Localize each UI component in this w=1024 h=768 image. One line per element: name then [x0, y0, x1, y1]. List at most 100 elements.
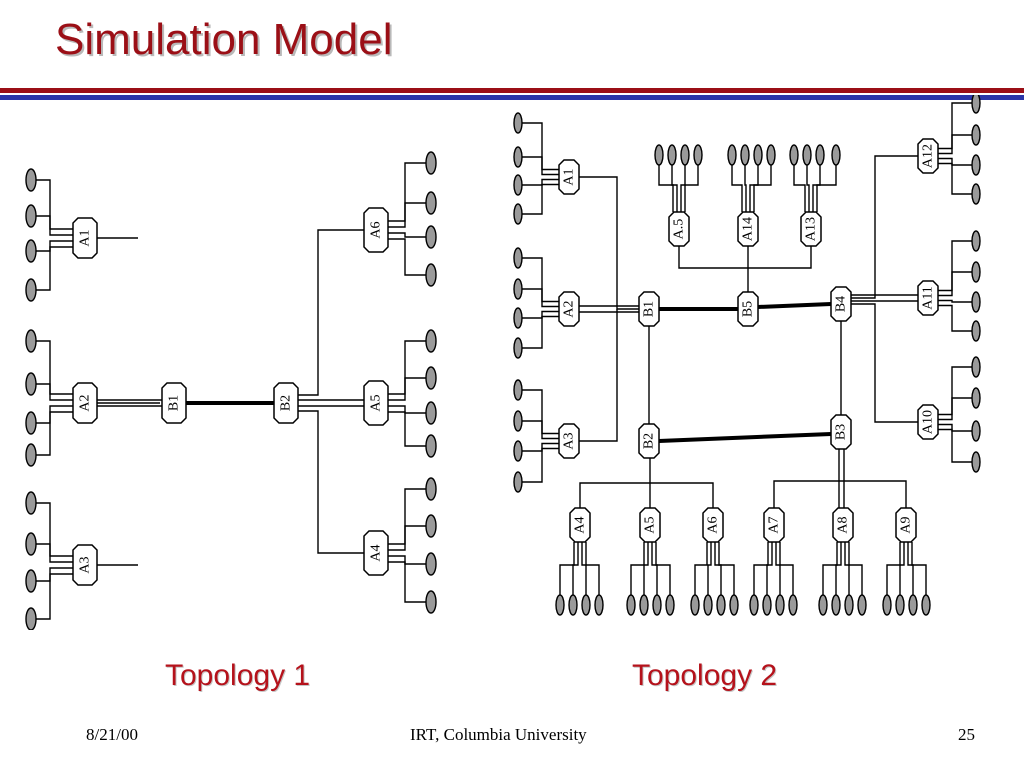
- host-link: [694, 542, 708, 595]
- host-link: [522, 288, 559, 308]
- host-icon: [667, 144, 677, 166]
- node-shape: [737, 291, 759, 327]
- node-shape: [569, 507, 591, 543]
- host-icon: [425, 514, 437, 538]
- node-label: A9: [899, 516, 914, 533]
- host-icon: [425, 434, 437, 458]
- host-link: [938, 157, 972, 166]
- node-label: B1: [642, 301, 657, 317]
- host-link: [684, 165, 699, 212]
- node-shape: [363, 380, 389, 426]
- host-icon: [425, 263, 437, 287]
- node-label: A5: [643, 516, 658, 533]
- node-shape: [558, 291, 580, 327]
- host-icon: [513, 174, 523, 196]
- node-label: A6: [369, 221, 384, 238]
- node-shape: [830, 414, 852, 450]
- uplink-line: [579, 309, 618, 442]
- host-icon: [581, 594, 591, 616]
- node-shape: [702, 507, 724, 543]
- host-link: [938, 134, 972, 155]
- host-link: [36, 215, 73, 236]
- host-icon: [857, 594, 867, 616]
- host-link: [753, 165, 772, 212]
- node-label: A3: [562, 432, 577, 449]
- node-shape: [161, 382, 187, 424]
- host-icon: [802, 144, 812, 166]
- host-icon: [639, 594, 649, 616]
- host-icon: [513, 247, 523, 269]
- host-link: [559, 542, 575, 595]
- uplink-line: [851, 155, 918, 299]
- host-link: [522, 156, 559, 176]
- node-b2: B2: [273, 382, 299, 424]
- node-a11: A11: [917, 280, 939, 316]
- node-label: A7: [767, 516, 782, 533]
- host-link: [938, 397, 972, 421]
- host-icon: [831, 594, 841, 616]
- host-icon: [766, 144, 776, 166]
- node-label: B1: [167, 395, 182, 411]
- host-link: [938, 162, 972, 195]
- node-label: A14: [741, 217, 756, 241]
- host-link: [36, 179, 73, 230]
- node-label: A3: [78, 556, 93, 573]
- node-a2: A2: [558, 291, 580, 327]
- node-shape: [273, 382, 299, 424]
- node-label: A11: [921, 286, 936, 310]
- node-label: B4: [834, 296, 849, 312]
- node-label: A4: [573, 516, 588, 533]
- host-link: [522, 442, 559, 452]
- node-shape: [72, 544, 98, 586]
- uplink-line: [579, 176, 639, 310]
- host-link: [938, 304, 972, 332]
- host-link: [907, 542, 914, 595]
- host-link: [779, 542, 794, 595]
- host-link: [585, 542, 600, 595]
- node-a13: A13: [800, 211, 822, 247]
- host-icon: [25, 168, 37, 192]
- host-icon: [789, 144, 799, 166]
- host-icon: [425, 225, 437, 249]
- host-link: [938, 271, 972, 297]
- node-b3: B3: [830, 414, 852, 450]
- node-a4: A4: [363, 530, 389, 576]
- node-a1: A1: [72, 217, 98, 259]
- node-a10: A10: [917, 404, 939, 440]
- host-link: [718, 542, 735, 595]
- host-link: [938, 299, 972, 303]
- uplink-line: [298, 229, 364, 396]
- title-rule-red: [0, 88, 1024, 93]
- host-icon: [729, 594, 739, 616]
- host-icon: [971, 183, 981, 205]
- host-icon: [971, 261, 981, 283]
- host-link: [848, 542, 863, 595]
- host-link: [388, 525, 426, 551]
- host-link: [714, 542, 722, 595]
- node-shape: [917, 404, 939, 440]
- host-icon: [693, 144, 703, 166]
- node-shape: [737, 211, 759, 247]
- host-link: [522, 183, 559, 215]
- host-link: [816, 165, 837, 212]
- host-icon: [921, 594, 931, 616]
- host-link: [793, 165, 806, 212]
- host-icon: [775, 594, 785, 616]
- host-icon: [762, 594, 772, 616]
- host-link: [835, 542, 842, 595]
- host-link: [822, 542, 838, 595]
- host-icon: [25, 372, 37, 396]
- host-icon: [513, 379, 523, 401]
- host-icon: [680, 144, 690, 166]
- host-icon: [25, 239, 37, 263]
- node-label: A.5: [672, 219, 687, 240]
- host-link: [938, 240, 972, 292]
- topology-2-label: Topology 2: [632, 659, 778, 692]
- host-link: [938, 423, 972, 432]
- host-link: [522, 310, 559, 319]
- host-icon: [971, 420, 981, 442]
- host-icon: [815, 144, 825, 166]
- node-shape: [363, 207, 389, 253]
- host-icon: [513, 440, 523, 462]
- node-label: B5: [741, 301, 756, 317]
